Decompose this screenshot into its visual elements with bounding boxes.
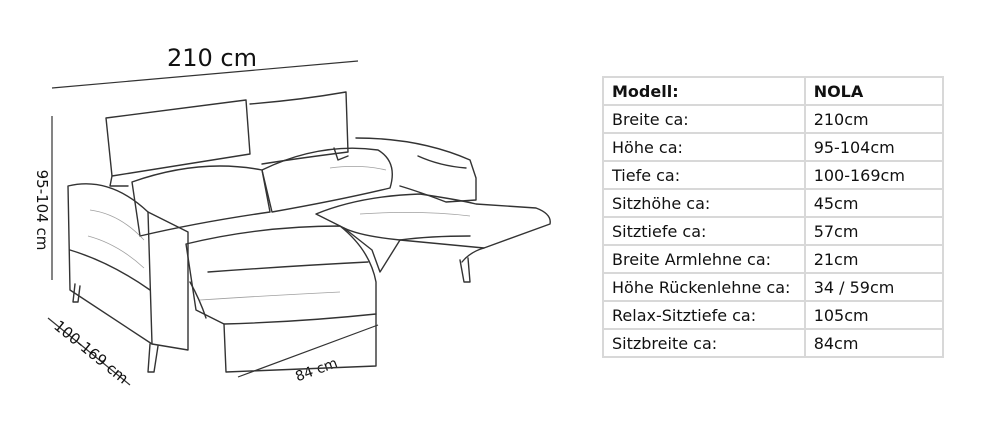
- leg-front-left: [147, 343, 159, 373]
- spec-label: Modell:: [602, 76, 806, 106]
- spec-label: Breite Armlehne ca:: [602, 244, 806, 274]
- spec-row: Höhe ca: 95-104cm: [602, 132, 945, 162]
- spec-row: Tiefe ca: 100-169cm: [602, 160, 945, 190]
- depth-label: 100-169 cm: [50, 317, 132, 388]
- spec-value: 210cm: [803, 104, 945, 134]
- spec-value: 95-104cm: [803, 132, 945, 162]
- spec-table-body: Modell: NOLA Breite ca: 210cm Höhe ca: 9…: [602, 76, 945, 358]
- right-back-cushion: [261, 147, 393, 213]
- spec-label: Höhe ca:: [602, 132, 806, 162]
- spec-label: Sitzbreite ca:: [602, 328, 806, 358]
- spec-value: 105cm: [803, 300, 945, 330]
- sofa-sketch: 210 cm 95-104 cm 100-169 cm 84 cm: [33, 44, 551, 388]
- spec-value: 45cm: [803, 188, 945, 218]
- depth-dimension-line: [47, 317, 131, 386]
- spec-label: Höhe Rückenlehne ca:: [602, 272, 806, 302]
- spec-label: Sitzhöhe ca:: [602, 188, 806, 218]
- spec-value: 21cm: [803, 244, 945, 274]
- right-armrest: [355, 137, 477, 203]
- right-recliner-seat: [315, 193, 551, 249]
- width-label: 210 cm: [167, 44, 257, 72]
- spec-row: Sitztiefe ca: 57cm: [602, 216, 945, 246]
- seat-depth-label: 84 cm: [293, 355, 339, 385]
- spec-row: Sitzbreite ca: 84cm: [602, 328, 945, 358]
- seat-depth-dimension-line: [237, 324, 379, 378]
- spec-value: 34 / 59cm: [803, 272, 945, 302]
- spec-row: Sitzhöhe ca: 45cm: [602, 188, 945, 218]
- leg-back-left: [72, 283, 81, 303]
- left-seat: [185, 225, 377, 325]
- spec-row: Breite ca: 210cm: [602, 104, 945, 134]
- sketch-shading: [87, 166, 471, 301]
- width-dimension-line: [51, 60, 359, 89]
- spec-value: 57cm: [803, 216, 945, 246]
- left-headrest: [105, 99, 251, 177]
- leg-right: [459, 257, 471, 283]
- spec-value: 100-169cm: [803, 160, 945, 190]
- left-back-cushion: [131, 165, 271, 237]
- spec-row: Breite Armlehne ca: 21cm: [602, 244, 945, 274]
- spec-row: Höhe Rückenlehne ca: 34 / 59cm: [602, 272, 945, 302]
- spec-row-model: Modell: NOLA: [602, 76, 945, 106]
- spec-label: Relax-Sitztiefe ca:: [602, 300, 806, 330]
- sofa-drawing: 210 cm 95-104 cm 100-169 cm 84 cm: [33, 44, 551, 388]
- left-armrest: [67, 183, 189, 351]
- right-headrest: [249, 91, 349, 165]
- left-seat-front: [223, 313, 377, 373]
- spec-label: Breite ca:: [602, 104, 806, 134]
- height-label: 95-104 cm: [33, 170, 51, 251]
- spec-table: Modell: NOLA Breite ca: 210cm Höhe ca: 9…: [602, 76, 945, 358]
- spec-value: NOLA: [803, 76, 945, 106]
- sofa-outline: [67, 91, 551, 373]
- spec-label: Tiefe ca:: [602, 160, 806, 190]
- spec-value: 84cm: [803, 328, 945, 358]
- spec-label: Sitztiefe ca:: [602, 216, 806, 246]
- spec-row: Relax-Sitztiefe ca: 105cm: [602, 300, 945, 330]
- dimension-lines: [47, 60, 379, 386]
